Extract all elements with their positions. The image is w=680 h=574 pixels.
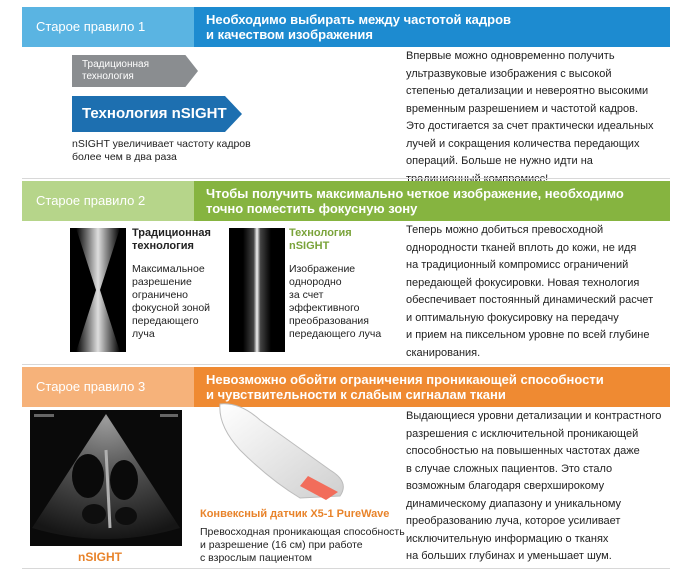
section3-rule-label: Старое правило 3 xyxy=(22,367,194,407)
section2-title: Чтобы получить максимально четкое изобра… xyxy=(194,181,670,221)
section3-header: Старое правило 3 Невозможно обойти огран… xyxy=(22,367,670,407)
section2-header: Старое правило 2 Чтобы получить максимал… xyxy=(22,181,670,221)
section1-title: Необходимо выбирать между частотой кадро… xyxy=(194,7,670,47)
traditional-description: Традиционная технология Максимальное раз… xyxy=(132,227,211,340)
nsight-beam-image xyxy=(229,228,285,352)
divider xyxy=(22,568,670,569)
traditional-beam-image xyxy=(70,228,126,352)
probe-description: Конвексный датчик X5-1 PureWave Превосхо… xyxy=(200,508,405,564)
section2-body: Теперь можно добиться превосходной однор… xyxy=(406,224,654,359)
section1-header: Старое правило 1 Необходимо выбирать меж… xyxy=(22,7,670,47)
section1-rule-label: Старое правило 1 xyxy=(22,7,194,47)
nsight-technology-arrow: Технология nSIGHT xyxy=(72,96,242,132)
nsight-description: Технология nSIGHT Изображение однородно … xyxy=(289,227,382,340)
nsight-image-label: nSIGHT xyxy=(78,550,122,564)
probe-title: Конвексный датчик X5-1 PureWave xyxy=(200,508,390,520)
divider xyxy=(22,178,670,179)
section3-body: Выдающиеся уровни детализации и контраст… xyxy=(406,410,662,562)
section3-title: Невозможно обойти ограничения проникающе… xyxy=(194,367,670,407)
section2-rule-label: Старое правило 2 xyxy=(22,181,194,221)
section1-caption: nSIGHT увеличивает частоту кадров более … xyxy=(72,138,251,163)
traditional-technology-arrow: Традиционная технология xyxy=(72,55,198,87)
ultrasound-image xyxy=(30,410,182,546)
section1-body: Впервые можно одновременно получить ульт… xyxy=(406,50,654,185)
probe-image xyxy=(200,400,370,500)
divider xyxy=(22,364,670,365)
